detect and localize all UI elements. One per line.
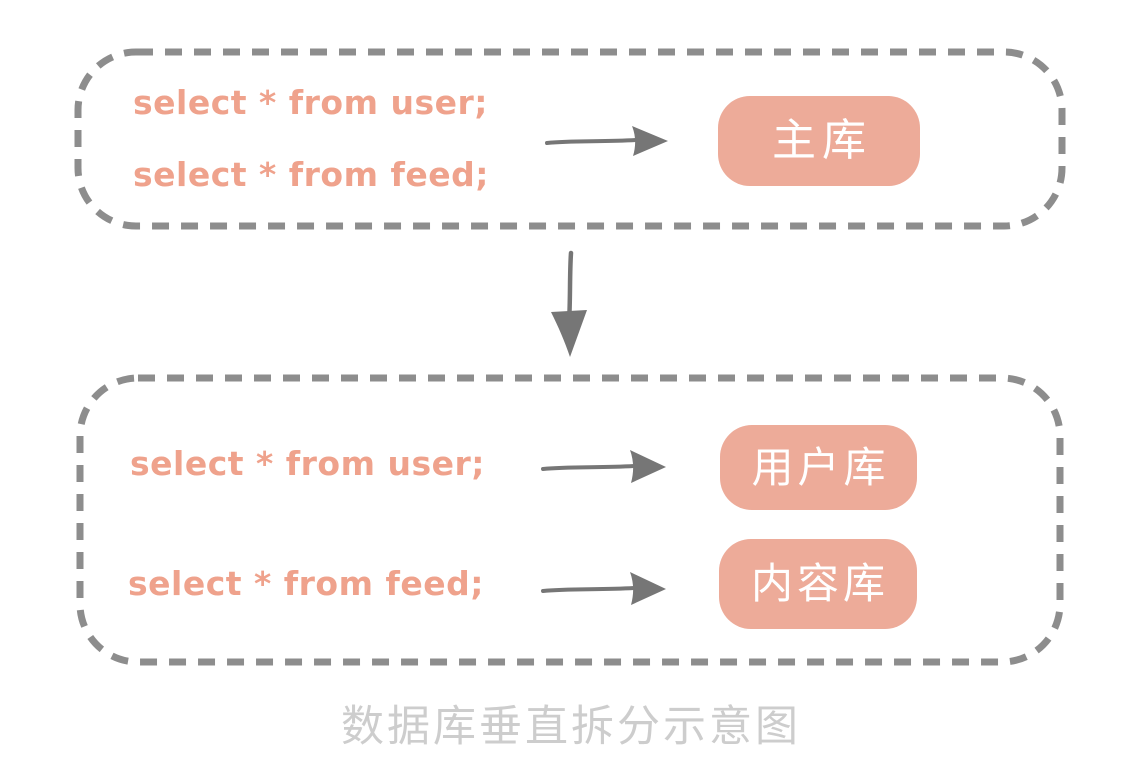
arrow-right-icon [541, 572, 666, 605]
db-box-master: 主库 [718, 96, 920, 186]
diagram-caption: 数据库垂直拆分示意图 [341, 702, 801, 752]
bottom-group-dashed-border [76, 374, 1064, 666]
arrow-down-icon [551, 250, 587, 357]
db-box-user-label: 用户库 [751, 442, 890, 492]
top-query-feed: select * from feed; [133, 155, 489, 194]
db-box-user: 用户库 [720, 425, 917, 510]
arrow-right-icon [545, 126, 668, 156]
db-box-content: 内容库 [719, 539, 917, 629]
db-box-master-label: 主库 [772, 115, 872, 166]
top-group-dashed-border [74, 48, 1066, 230]
arrow-right-icon [541, 450, 666, 483]
top-query-user: select * from user; [133, 83, 488, 122]
db-box-content-label: 内容库 [750, 559, 889, 608]
bottom-query-user: select * from user; [130, 444, 485, 483]
bottom-query-feed: select * from feed; [128, 564, 484, 603]
